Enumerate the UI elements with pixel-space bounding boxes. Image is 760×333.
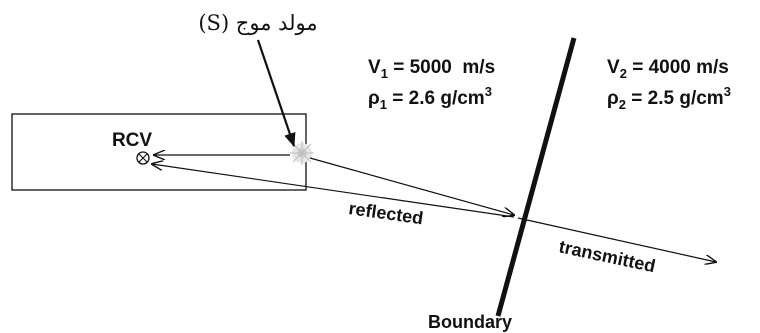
medium1-density: ρ1 = 2.6 g/cm3 bbox=[368, 84, 492, 112]
incident-ray-arrow bbox=[309, 157, 514, 215]
survey-box bbox=[11, 113, 307, 191]
boundary-line bbox=[495, 37, 577, 317]
source-pointer-arrow bbox=[256, 39, 296, 148]
receiver-label: RCV bbox=[112, 130, 152, 151]
medium2-density: ρ2 = 2.5 g/cm3 bbox=[607, 84, 731, 112]
medium2-velocity: V2 = 4000 m/s bbox=[607, 57, 729, 81]
boundary-label: Boundary bbox=[428, 312, 512, 332]
transmitted-label: transmitted bbox=[557, 236, 657, 276]
source-burst-icon bbox=[290, 141, 314, 165]
medium1-velocity: V1 = 5000 m/s bbox=[368, 57, 495, 81]
reflected-ray-arrow bbox=[152, 164, 515, 218]
transmitted-ray-arrow bbox=[517, 217, 716, 262]
receiver-icon bbox=[136, 151, 150, 165]
source-label: مولد موج (S) bbox=[198, 11, 317, 36]
